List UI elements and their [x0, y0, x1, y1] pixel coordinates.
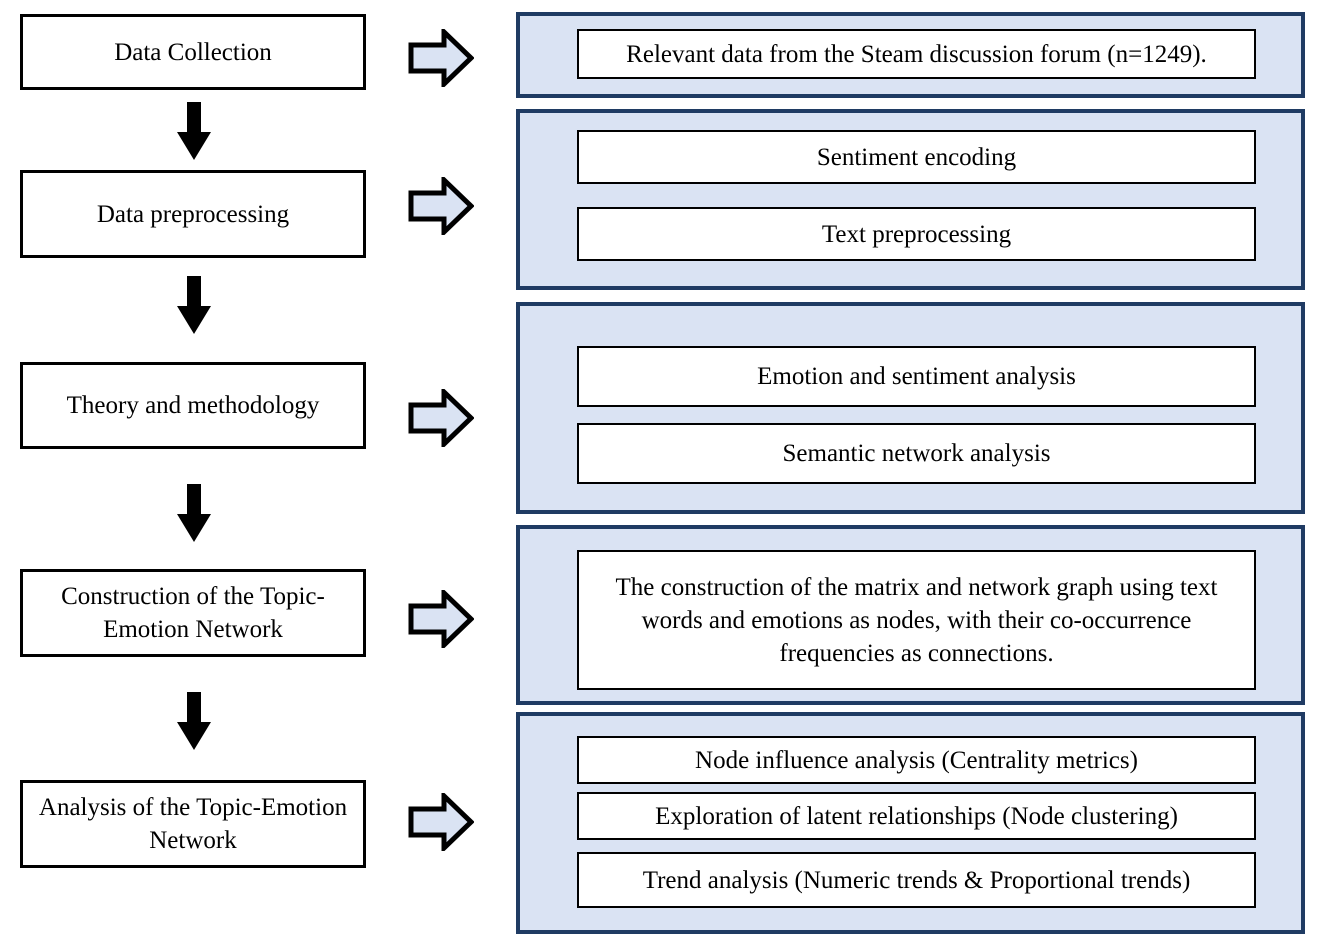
detail-matrix-network-construction: The construction of the matrix and netwo…: [577, 550, 1256, 690]
detail-text-preprocessing-text: Text preprocessing: [821, 220, 1012, 248]
right-arrow-3: [408, 389, 474, 447]
detail-collection-source: Relevant data from the Steam discussion …: [577, 29, 1256, 79]
detail-sentiment-encoding: Sentiment encoding: [577, 130, 1256, 184]
down-arrow-4: [177, 692, 211, 750]
panel-data-collection: Relevant data from the Steam discussion …: [516, 12, 1305, 98]
step-construction: Construction of the Topic-Emotion Networ…: [20, 569, 366, 657]
detail-sentiment-encoding-text: Sentiment encoding: [816, 143, 1017, 171]
right-arrow-5: [408, 793, 474, 851]
detail-semantic-network-analysis: Semantic network analysis: [577, 423, 1256, 484]
step-data-preprocessing-label: Data preprocessing: [96, 200, 290, 228]
step-data-collection-label: Data Collection: [114, 38, 272, 66]
panel-construction: The construction of the matrix and netwo…: [516, 525, 1305, 705]
detail-trend-analysis-text: Trend analysis (Numeric trends & Proport…: [642, 866, 1191, 894]
down-arrow-3: [177, 484, 211, 542]
step-theory-methodology: Theory and methodology: [20, 362, 366, 449]
detail-emotion-sentiment-analysis: Emotion and sentiment analysis: [577, 346, 1256, 407]
step-theory-methodology-label: Theory and methodology: [66, 392, 320, 419]
step-data-preprocessing: Data preprocessing: [20, 170, 366, 258]
step-analysis-label: Analysis of the Topic-Emotion Network: [38, 794, 348, 854]
down-arrow-2: [177, 276, 211, 334]
detail-matrix-network-construction-text: The construction of the matrix and netwo…: [615, 573, 1218, 667]
detail-node-influence-text: Node influence analysis (Centrality metr…: [695, 746, 1138, 774]
right-arrow-4: [408, 590, 474, 648]
detail-trend-analysis: Trend analysis (Numeric trends & Proport…: [577, 852, 1256, 908]
panel-theory-methodology: Emotion and sentiment analysis Semantic …: [516, 302, 1305, 514]
down-arrow-1: [177, 102, 211, 160]
detail-latent-relationships: Exploration of latent relationships (Nod…: [577, 792, 1256, 840]
panel-data-preprocessing: Sentiment encoding Text preprocessing: [516, 109, 1305, 290]
right-arrow-1: [408, 29, 474, 87]
detail-text-preprocessing: Text preprocessing: [577, 207, 1256, 261]
detail-collection-source-text: Relevant data from the Steam discussion …: [626, 40, 1207, 68]
detail-node-influence: Node influence analysis (Centrality metr…: [577, 736, 1256, 784]
detail-semantic-network-analysis-text: Semantic network analysis: [782, 440, 1051, 467]
detail-emotion-sentiment-analysis-text: Emotion and sentiment analysis: [757, 363, 1076, 390]
step-data-collection: Data Collection: [20, 14, 366, 90]
detail-latent-relationships-text: Exploration of latent relationships (Nod…: [655, 802, 1178, 830]
panel-analysis: Node influence analysis (Centrality metr…: [516, 712, 1305, 934]
step-analysis: Analysis of the Topic-Emotion Network: [20, 780, 366, 868]
right-arrow-2: [408, 177, 474, 235]
step-construction-label: Construction of the Topic-Emotion Networ…: [61, 583, 325, 643]
